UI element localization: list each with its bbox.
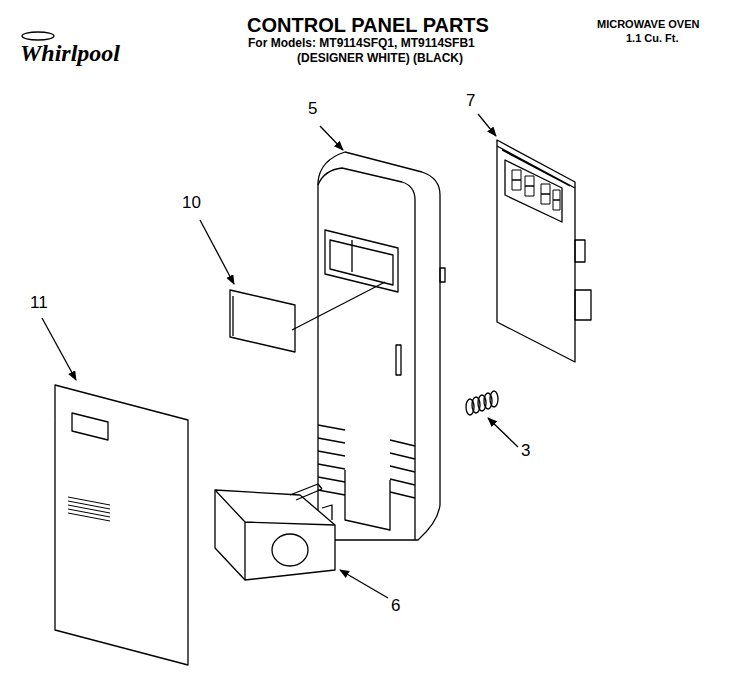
knob-hole xyxy=(272,534,308,566)
brand-logo: Whirlpool xyxy=(20,40,120,66)
knob-assembly xyxy=(215,490,335,580)
display-window xyxy=(325,230,398,292)
callout-arrow xyxy=(340,570,388,598)
window-divider xyxy=(351,240,352,272)
product-type: MICROWAVE OVEN xyxy=(597,18,699,30)
callout-arrow xyxy=(478,114,496,136)
vent-ribs xyxy=(318,425,415,498)
callout-number: 10 xyxy=(182,194,201,213)
diagram-title: CONTROL PANEL PARTS xyxy=(247,14,489,36)
display-digits-drawing: ​ xyxy=(510,182,511,201)
ribbon-cable xyxy=(68,497,110,521)
leader-line xyxy=(292,282,385,330)
knob-shaft xyxy=(290,484,322,500)
board-edge xyxy=(497,146,575,188)
callout-number: 7 xyxy=(466,92,475,111)
callout-number: 5 xyxy=(308,100,317,119)
logo-swirl xyxy=(22,32,54,40)
callout-arrow xyxy=(488,418,518,447)
spring xyxy=(466,391,498,415)
housing-tab xyxy=(440,268,445,282)
circuit-board xyxy=(497,140,575,362)
capacity-note: 1.1 Cu. Ft. xyxy=(626,32,679,44)
model-numbers: For Models: MT9114SFQ1, MT9114SFB1 xyxy=(248,37,475,50)
callout-number: 3 xyxy=(521,442,530,461)
board-component xyxy=(575,290,591,320)
callout-number: 11 xyxy=(30,294,48,313)
callout-arrow xyxy=(320,126,343,150)
housing-slot xyxy=(396,345,401,375)
plate-edge xyxy=(232,296,233,336)
knob-edges xyxy=(215,490,335,580)
display-window-inner xyxy=(330,240,393,285)
board-component xyxy=(575,240,585,262)
window-plate xyxy=(230,290,295,352)
knob-tab xyxy=(322,505,332,520)
membrane-switch xyxy=(55,385,188,665)
model-colors: (DESIGNER WHITE) (BLACK) xyxy=(297,52,463,65)
callout-arrow xyxy=(42,318,76,380)
seven-segment-digits xyxy=(512,170,560,210)
led-display xyxy=(505,160,562,222)
knob-recess xyxy=(345,470,390,530)
panel-housing xyxy=(318,152,440,540)
membrane-window xyxy=(72,413,108,440)
callout-number: 6 xyxy=(391,597,400,616)
housing-face xyxy=(318,168,415,540)
callout-arrow xyxy=(200,220,234,284)
